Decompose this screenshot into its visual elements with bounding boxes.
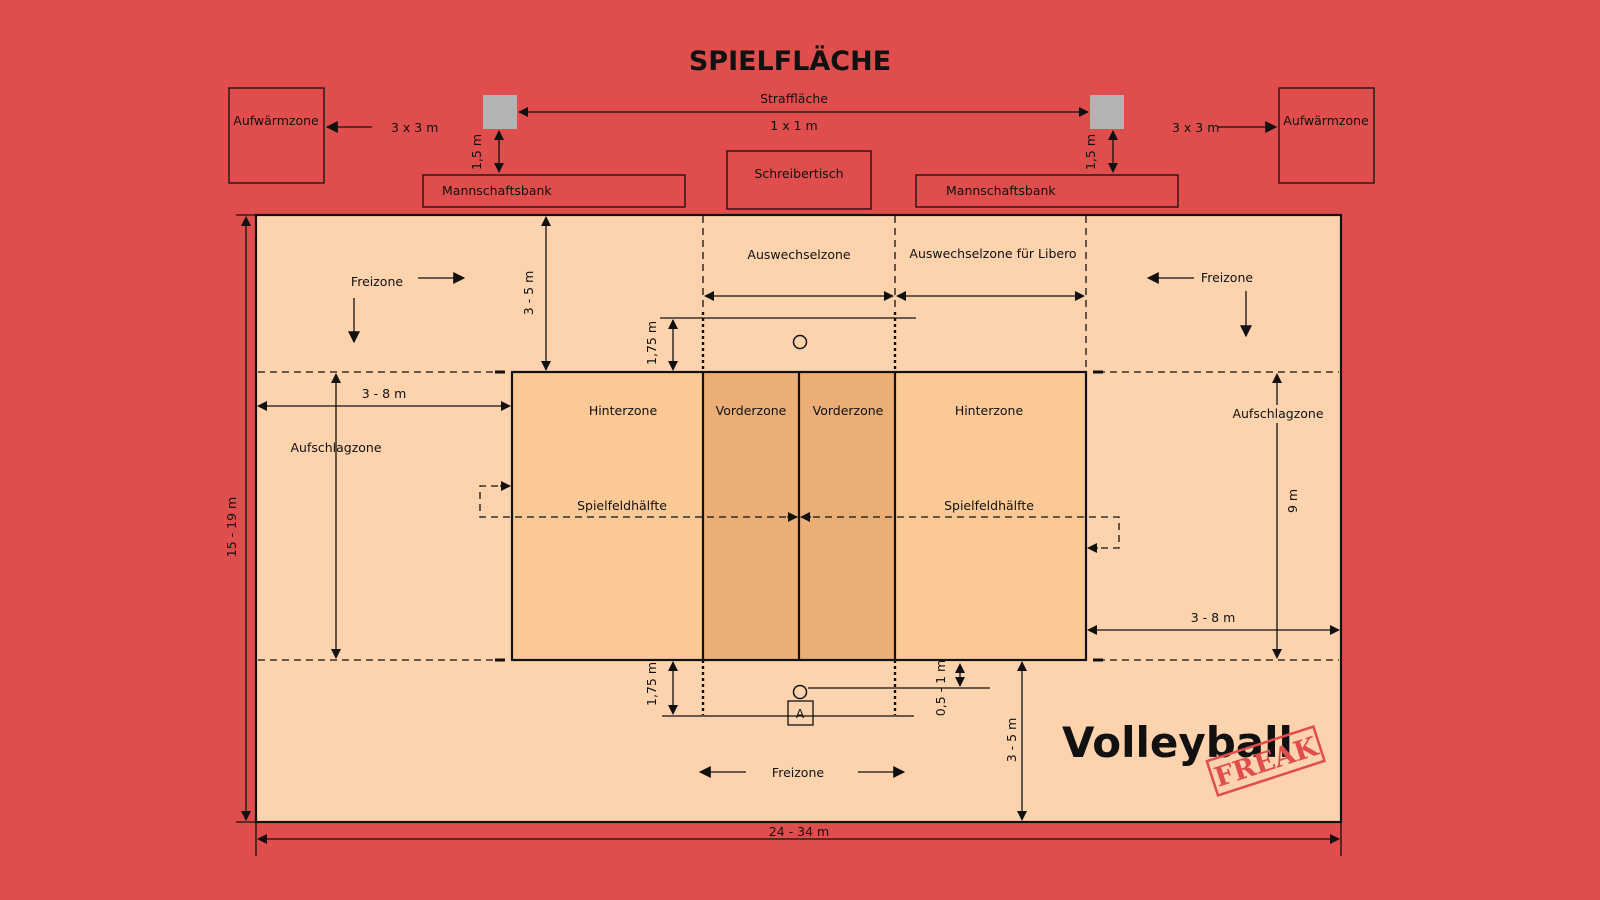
free-zone-area	[254, 213, 1343, 824]
page-title: SPIELFLÄCHE	[689, 45, 891, 77]
service-zone-right-label: Aufschlagzone	[1232, 406, 1323, 421]
warmup-zone-left	[228, 87, 325, 184]
bench-distance-left-label: 1,5 m	[469, 134, 484, 170]
front-zone-left-label: Vorderzone	[716, 403, 787, 418]
warmup-size-right-label: 3 x 3 m	[1172, 120, 1219, 135]
penalty-box-right	[1090, 95, 1124, 129]
freak-stamp-border	[1205, 725, 1327, 798]
warmup-size-left-label: 3 x 3 m	[391, 120, 438, 135]
bench-distance-right-label: 1,5 m	[1083, 134, 1098, 170]
service-depth-right-label: 3 - 8 m	[1191, 610, 1236, 625]
upper-referee-position	[792, 334, 808, 350]
front-zone-left	[703, 372, 799, 660]
scorer-table	[726, 150, 872, 210]
penalty-size-label: 1 x 1 m	[770, 118, 817, 133]
line-dist-bottom-label: 1,75 m	[644, 662, 659, 706]
free-zone-depth-bottom-label: 3 - 5 m	[1004, 718, 1019, 763]
warmup-zone-right	[1278, 87, 1375, 184]
court-half-right-label: Spielfeldhälfte	[944, 498, 1034, 513]
team-bench-right	[915, 174, 1179, 208]
free-zone-left-label: Freizone	[351, 274, 403, 289]
back-zone-left	[512, 372, 703, 660]
service-zone-right-label-bg	[1227, 405, 1329, 423]
referee-label: A	[796, 706, 805, 721]
team-bench-right-label: Mannschaftsbank	[946, 183, 1056, 198]
total-width-label: 15 - 19 m	[224, 497, 239, 557]
back-zone-left-label: Hinterzone	[589, 403, 658, 418]
warmup-zone-right-label: Aufwärmzone	[1283, 113, 1369, 128]
service-depth-left-label: 3 - 8 m	[362, 386, 407, 401]
line-dist-top-label: 1,75 m	[644, 321, 659, 365]
team-bench-left	[422, 174, 686, 208]
warmup-zone-left-label: Aufwärmzone	[233, 113, 319, 128]
court-half-right-line	[801, 516, 1120, 549]
referee-distance-label: 0,5 - 1 m	[933, 660, 948, 716]
back-zone-right-label: Hinterzone	[955, 403, 1024, 418]
free-zone-depth-top-label: 3 - 5 m	[521, 271, 536, 316]
front-zone-right-label: Vorderzone	[813, 403, 884, 418]
penalty-box-left	[483, 95, 517, 129]
service-zone-left-label: Aufschlagzone	[290, 440, 381, 455]
scorer-position	[792, 684, 808, 700]
scorer-table-label: Schreibertisch	[754, 166, 843, 181]
free-zone-right-label: Freizone	[1201, 270, 1253, 285]
court-half-left-line	[479, 485, 797, 518]
total-length-label: 24 - 34 m	[769, 824, 829, 839]
team-bench-left-label: Mannschaftsbank	[442, 183, 552, 198]
court-half-left-label: Spielfeldhälfte	[577, 498, 667, 513]
court-width-label: 9 m	[1285, 489, 1300, 513]
front-zone-right	[799, 372, 895, 660]
libero-zone-label: Auswechselzone für Libero	[909, 246, 1076, 261]
substitution-zone-label: Auswechselzone	[747, 247, 851, 262]
free-zone-bottom-label: Freizone	[772, 765, 824, 780]
referee-box	[787, 700, 814, 726]
logo-brand-text: Volleyball	[1062, 718, 1293, 767]
back-zone-right	[895, 372, 1086, 660]
penalty-area-label: Straffläche	[760, 91, 828, 106]
